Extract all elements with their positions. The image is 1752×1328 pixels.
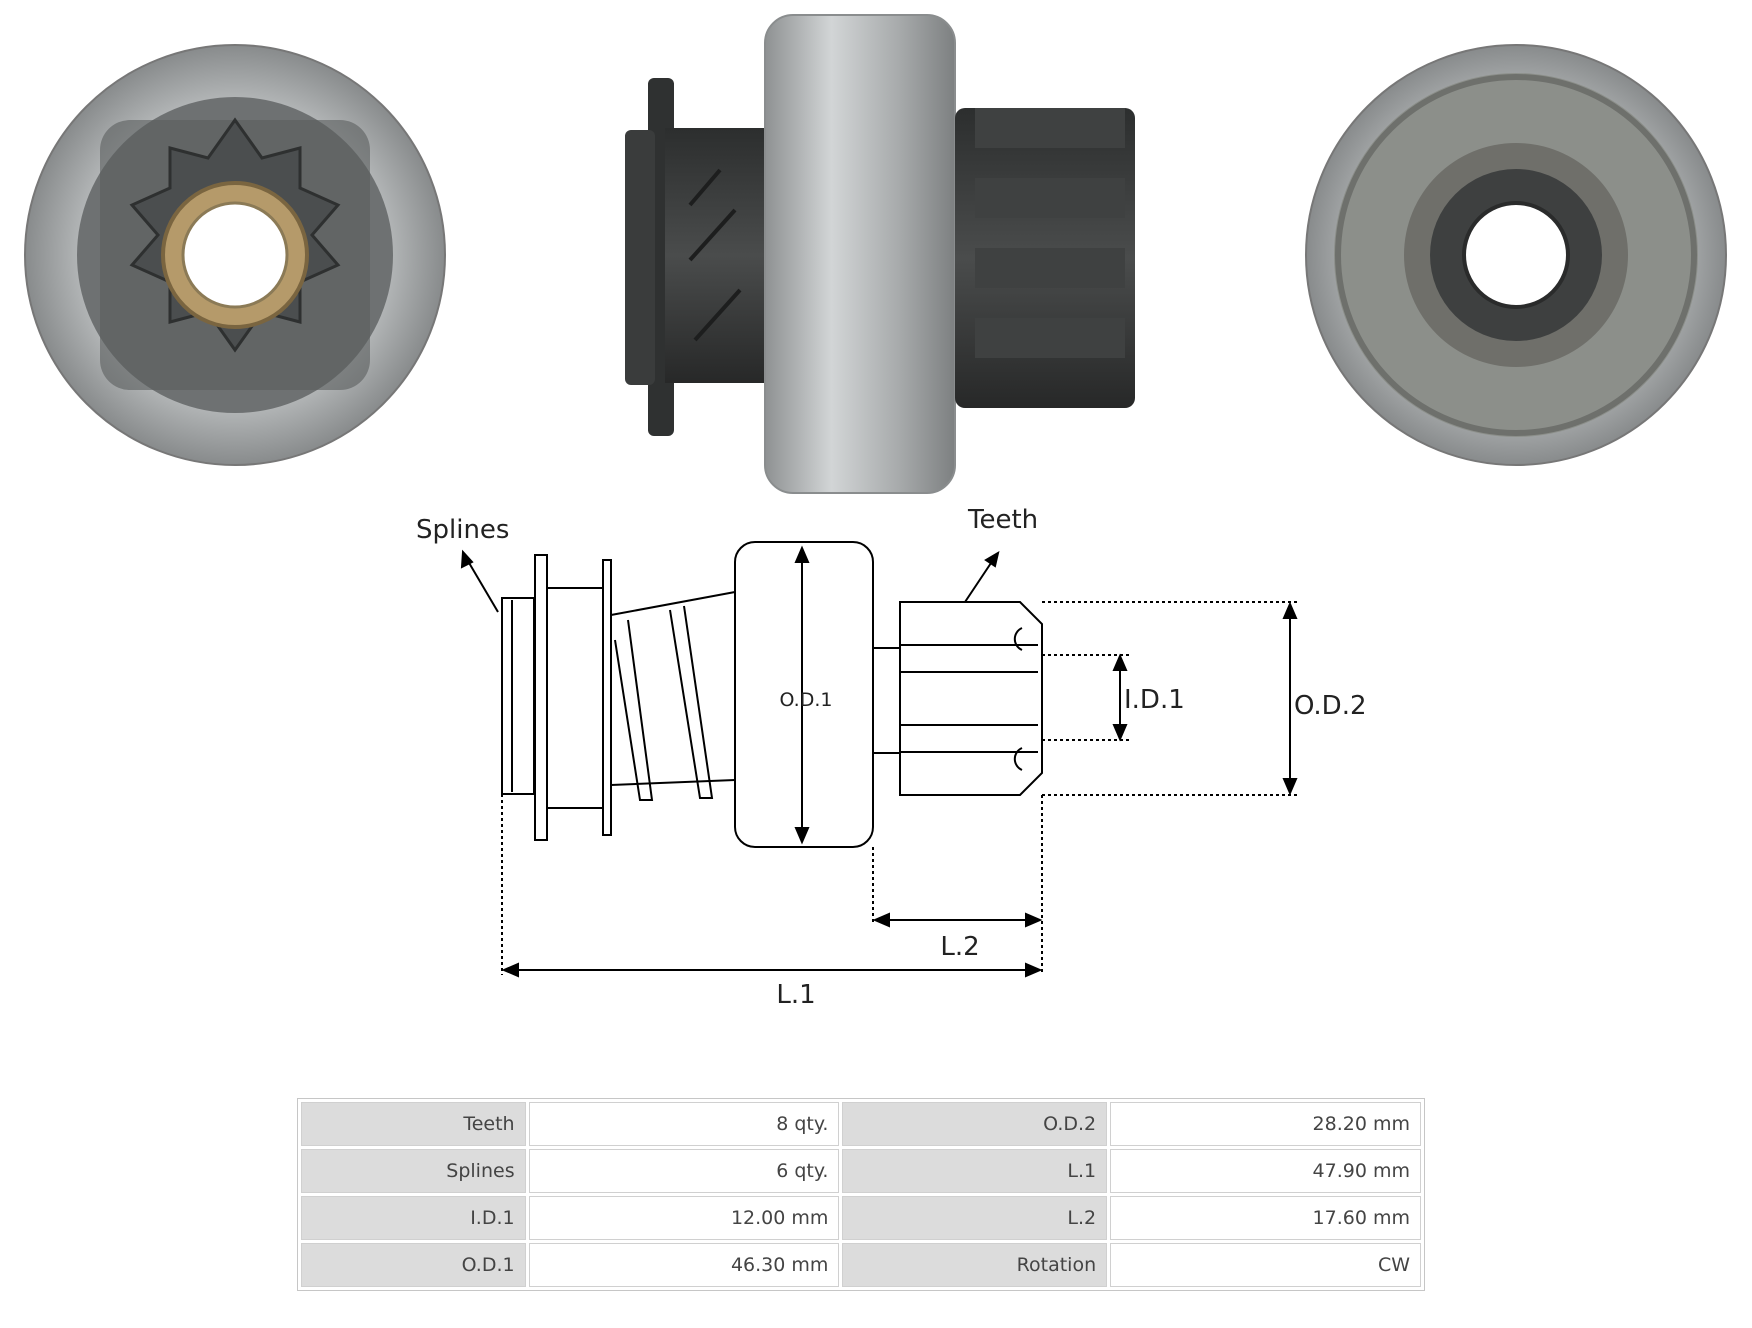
spec-key: O.D.2 <box>842 1102 1108 1146</box>
spec-value: 8 qty. <box>528 1102 840 1146</box>
spec-value: 28.20 mm <box>1110 1102 1421 1146</box>
spec-value: CW <box>1110 1243 1421 1287</box>
spec-key: O.D.1 <box>301 1243 526 1287</box>
table-row: I.D.1 12.00 mm L.2 17.60 mm <box>301 1196 1421 1240</box>
splines-label: Splines <box>416 515 509 545</box>
spec-key: Teeth <box>301 1102 526 1146</box>
flange-plate <box>534 554 548 841</box>
spec-table: Teeth 8 qty. O.D.2 28.20 mm Splines 6 qt… <box>297 1098 1425 1291</box>
l2-label: L.2 <box>940 932 979 962</box>
table-row: Splines 6 qty. L.1 47.90 mm <box>301 1149 1421 1193</box>
spec-value: 46.30 mm <box>528 1243 840 1287</box>
rear-view-photo <box>1305 44 1727 466</box>
pinion-shape <box>899 601 1043 796</box>
spec-key: Rotation <box>842 1243 1108 1287</box>
spline-end-shape <box>501 597 535 795</box>
spec-value: 17.60 mm <box>1110 1196 1421 1240</box>
spec-key: L.1 <box>842 1149 1108 1193</box>
spec-value: 12.00 mm <box>528 1196 840 1240</box>
side-view-photo <box>625 14 1135 494</box>
spec-key: I.D.1 <box>301 1196 526 1240</box>
id1-label: I.D.1 <box>1124 685 1185 715</box>
od2-label: O.D.2 <box>1294 691 1367 721</box>
product-photos <box>24 14 1727 494</box>
spec-value: 47.90 mm <box>1110 1149 1421 1193</box>
spec-key: Splines <box>301 1149 526 1193</box>
teeth-label: Teeth <box>967 505 1038 535</box>
spec-key: L.2 <box>842 1196 1108 1240</box>
od1-label: O.D.1 <box>780 689 833 711</box>
front-view-photo <box>24 44 446 466</box>
spec-value: 6 qty. <box>528 1149 840 1193</box>
l1-label: L.1 <box>776 980 815 1010</box>
technical-drawing: Splines Teeth O.D.1 I.D.1 O.D.2 L.2 L.1 <box>416 505 1367 1010</box>
table-row: Teeth 8 qty. O.D.2 28.20 mm <box>301 1102 1421 1146</box>
table-row: O.D.1 46.30 mm Rotation CW <box>301 1243 1421 1287</box>
